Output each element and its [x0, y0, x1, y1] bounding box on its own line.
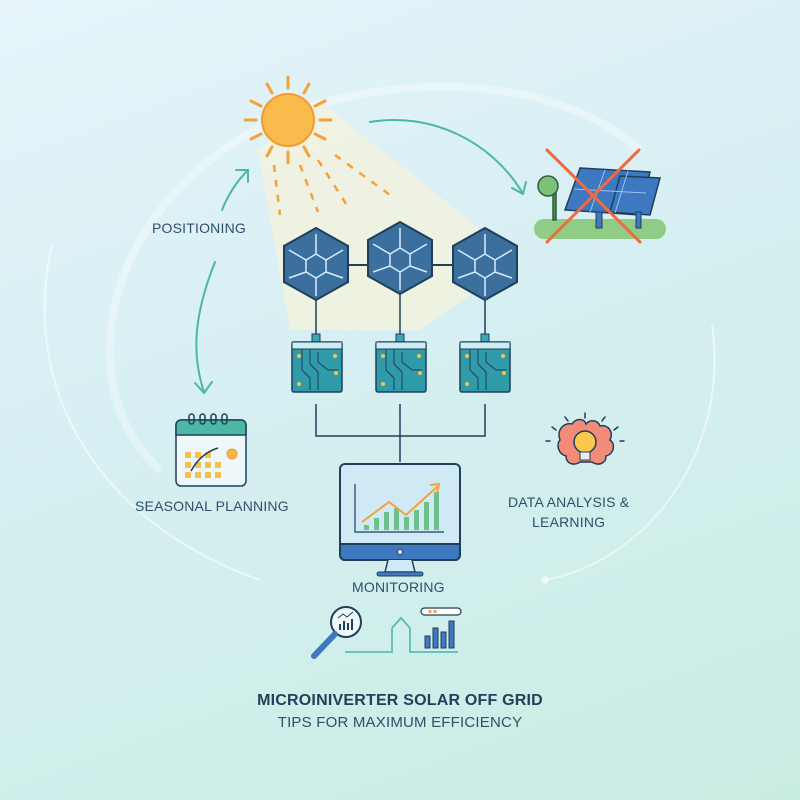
- hex-solar-panel-icon: [283, 226, 349, 302]
- arrow-positioning-down: [195, 261, 216, 393]
- arrow-positioning-up: [221, 169, 249, 211]
- page-title: MICROINIVERTER SOLAR OFF GRID: [257, 692, 543, 709]
- hex-panels: [283, 220, 518, 302]
- magnifier-chart-icon: [311, 606, 362, 659]
- calendar-sun-icon: [175, 413, 247, 487]
- brain-lightbulb-icon: [545, 412, 625, 465]
- wiring: [315, 404, 486, 462]
- arrow-sun-to-panel: [369, 119, 523, 193]
- microinverter-icon: [459, 300, 511, 393]
- label-data-analysis-line2: LEARNING: [532, 514, 606, 530]
- microinverter-icon: [291, 300, 343, 393]
- microinverter-icon: [375, 294, 427, 393]
- bar-chart-icon: [420, 607, 462, 649]
- sun-icon: [243, 75, 391, 216]
- label-seasonal-planning: SEASONAL PLANNING: [135, 498, 289, 514]
- label-data-analysis: DATA ANALYSIS & LEARNING: [508, 492, 629, 532]
- page-subtitle: TIPS FOR MAXIMUM EFFICIENCY: [277, 714, 523, 731]
- label-data-analysis-line1: DATA ANALYSIS &: [508, 494, 630, 510]
- microinverters: [291, 294, 511, 462]
- flow-arrows: [194, 119, 527, 394]
- label-positioning: POSITIONING: [152, 220, 246, 236]
- shaded-solar-panel-crossed-icon: [534, 148, 666, 244]
- title-block: MICROINIVERTER SOLAR OFF GRID TIPS FOR M…: [0, 692, 800, 731]
- label-monitoring: MONITORING: [352, 579, 445, 595]
- up-arrow-icon: [345, 616, 458, 653]
- monitor-chart-icon: [339, 463, 461, 577]
